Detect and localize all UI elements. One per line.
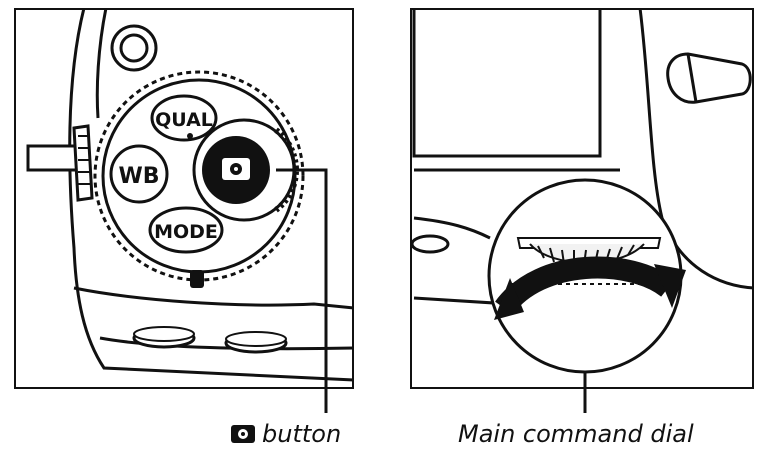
metering-button-illustration: QUAL WB MODE [14,8,354,389]
mode-button: MODE [148,206,224,254]
main-command-dial-illustration [410,8,754,389]
callout-line-right-tail [583,387,587,413]
camera-back-drawing [410,8,754,389]
wb-label: WB [118,164,159,189]
callout-line-left-tail [324,387,328,413]
mode-label: MODE [154,221,218,243]
metering-button-caption: button [230,420,341,448]
metering-icon [222,158,250,180]
callout-line-left [276,168,328,389]
rotation-arrow-icon [494,256,686,320]
metering-button [192,118,299,222]
lever-icon [666,52,752,104]
main-command-dial-caption: Main command dial [458,420,694,448]
side-shaft [26,124,94,202]
lower-button-icon-2 [224,331,288,354]
qual-label: QUAL [155,109,213,131]
qual-button: QUAL [150,94,218,142]
top-button-icon [110,24,158,72]
wb-button: WB [109,144,169,204]
dial-magnifier [487,178,686,374]
release-mode-dial: QUAL WB MODE [93,70,305,282]
metering-button-caption-text: button [262,420,342,448]
camera-top-drawing: QUAL WB MODE [26,8,354,389]
metering-icon [231,425,255,443]
lower-button-icon [132,326,196,349]
